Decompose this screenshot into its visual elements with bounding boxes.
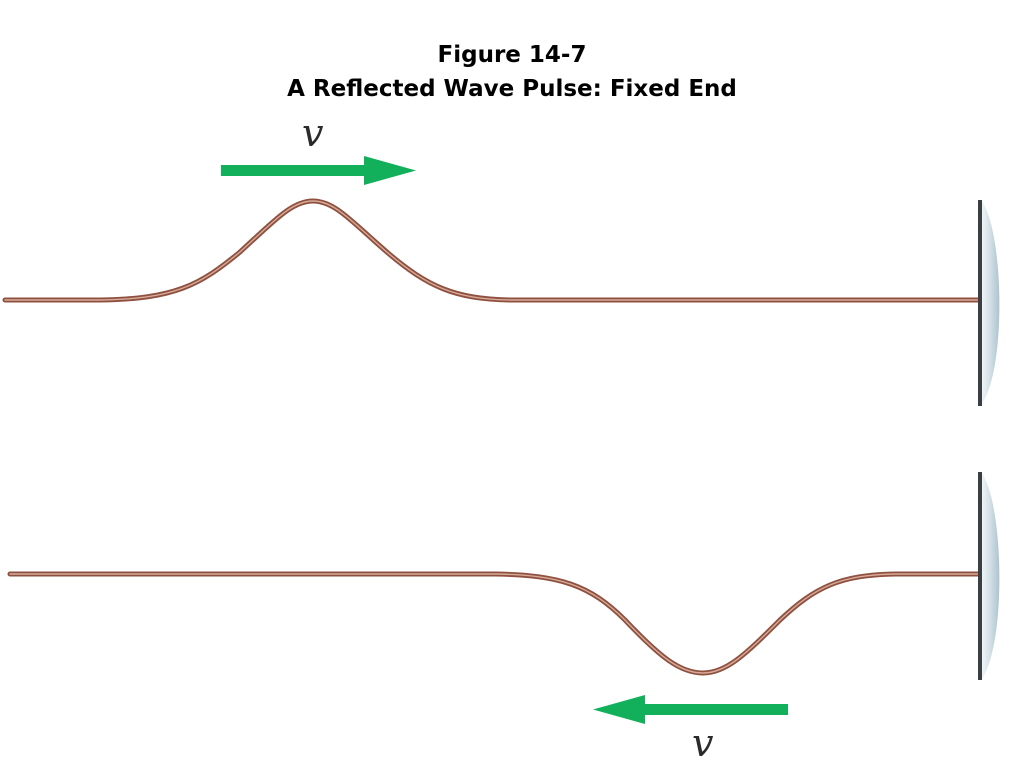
string-bottom: [7, 571, 983, 676]
fixed-wall-top: [978, 200, 1000, 406]
figure-number: Figure 14-7: [437, 42, 587, 68]
figure-caption: A Reflected Wave Pulse: Fixed End: [287, 76, 737, 102]
fixed-wall-bottom: [978, 472, 1000, 680]
velocity-label-top: v: [302, 111, 324, 155]
arrow-right-icon: [221, 156, 416, 185]
velocity-label-bottom: v: [692, 721, 714, 765]
string-top: [2, 198, 983, 303]
figure-title: Figure 14-7 A Reflected Wave Pulse: Fixe…: [0, 38, 1024, 106]
incident-panel: v: [2, 111, 1000, 406]
reflected-panel: v: [7, 472, 1000, 765]
arrow-left-icon: [593, 695, 788, 724]
